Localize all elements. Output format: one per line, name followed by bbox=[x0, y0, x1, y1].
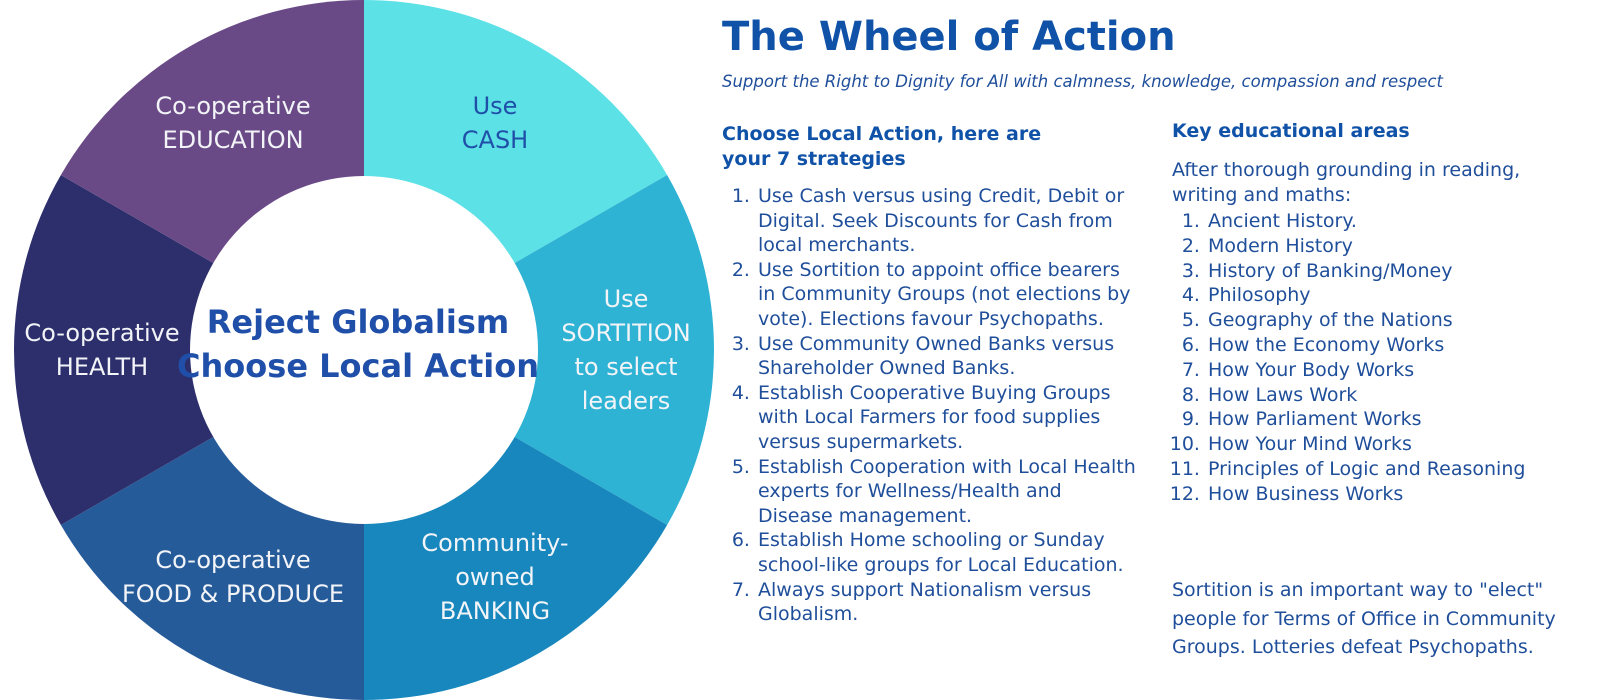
strategies-heading: Choose Local Action, here are your 7 str… bbox=[722, 123, 1042, 170]
wheel-label-line: Use bbox=[604, 285, 649, 313]
wheel-label-line: leaders bbox=[582, 387, 671, 415]
education-item: Modern History bbox=[1206, 234, 1582, 259]
education-list: Ancient History. Modern History History … bbox=[1172, 209, 1582, 507]
center-label-line-2: Choose Local Action bbox=[177, 347, 539, 385]
education-intro: After thorough grounding in reading, wri… bbox=[1172, 159, 1521, 206]
center-label-line-1: Reject Globalism bbox=[207, 303, 509, 341]
wheel-label-line: SORTITION bbox=[561, 319, 690, 347]
education-section: Key educational areas After thorough gro… bbox=[1172, 119, 1582, 507]
education-item: How the Economy Works bbox=[1206, 333, 1582, 358]
strategy-item: Always support Nationalism versus Global… bbox=[756, 578, 1142, 627]
strategy-item: Use Community Owned Banks versus Shareho… bbox=[756, 332, 1142, 381]
education-item: How Your Mind Works bbox=[1206, 432, 1582, 457]
education-item: How Business Works bbox=[1206, 482, 1582, 507]
education-item: Principles of Logic and Reasoning bbox=[1206, 457, 1582, 482]
sortition-note: Sortition is an important way to "elect"… bbox=[1172, 579, 1556, 658]
page-subtitle: Support the Right to Dignity for All wit… bbox=[722, 72, 1443, 91]
wheel-label-line: Co-operative bbox=[155, 92, 310, 120]
strategy-item: Establish Cooperative Buying Groups with… bbox=[756, 381, 1142, 455]
wheel-label-line: EDUCATION bbox=[162, 126, 303, 154]
education-heading: Key educational areas bbox=[1172, 120, 1410, 142]
wheel-label-line: FOOD & PRODUCE bbox=[122, 580, 344, 608]
strategy-item: Use Cash versus using Credit, Debit or D… bbox=[756, 184, 1142, 258]
wheel-center-label: Reject Globalism Choose Local Action bbox=[177, 303, 539, 385]
wheel-label-line: BANKING bbox=[440, 597, 550, 625]
strategies-section: Choose Local Action, here are your 7 str… bbox=[722, 122, 1142, 627]
education-item: History of Banking/Money bbox=[1206, 259, 1582, 284]
strategies-list: Use Cash versus using Credit, Debit or D… bbox=[722, 184, 1142, 627]
wheel-label-line: Community- bbox=[421, 529, 568, 557]
wheel-label-line: Use bbox=[473, 92, 518, 120]
education-item: How Parliament Works bbox=[1206, 407, 1582, 432]
education-item: How Laws Work bbox=[1206, 383, 1582, 408]
education-item: Geography of the Nations bbox=[1206, 308, 1582, 333]
wheel-label-line: CASH bbox=[462, 126, 528, 154]
wheel-label-line: Co-operative bbox=[24, 319, 179, 347]
wheel-center-circle bbox=[190, 176, 538, 524]
education-item: How Your Body Works bbox=[1206, 358, 1582, 383]
wheel-label-line: Co-operative bbox=[155, 546, 310, 574]
education-item: Philosophy bbox=[1206, 283, 1582, 308]
page-title: The Wheel of Action bbox=[722, 14, 1176, 60]
wheel-segment-sortition bbox=[364, 175, 714, 525]
strategy-item: Establish Home schooling or Sunday schoo… bbox=[756, 528, 1142, 577]
strategy-item: Establish Cooperation with Local Health … bbox=[756, 455, 1142, 529]
wheel-label-line: to select bbox=[574, 353, 677, 381]
education-item: Ancient History. bbox=[1206, 209, 1582, 234]
wheel-label-line: owned bbox=[455, 563, 535, 591]
wheel-label-line: HEALTH bbox=[56, 353, 148, 381]
strategy-item: Use Sortition to appoint office bearers … bbox=[756, 258, 1142, 332]
wheel-segment-health bbox=[14, 175, 364, 525]
